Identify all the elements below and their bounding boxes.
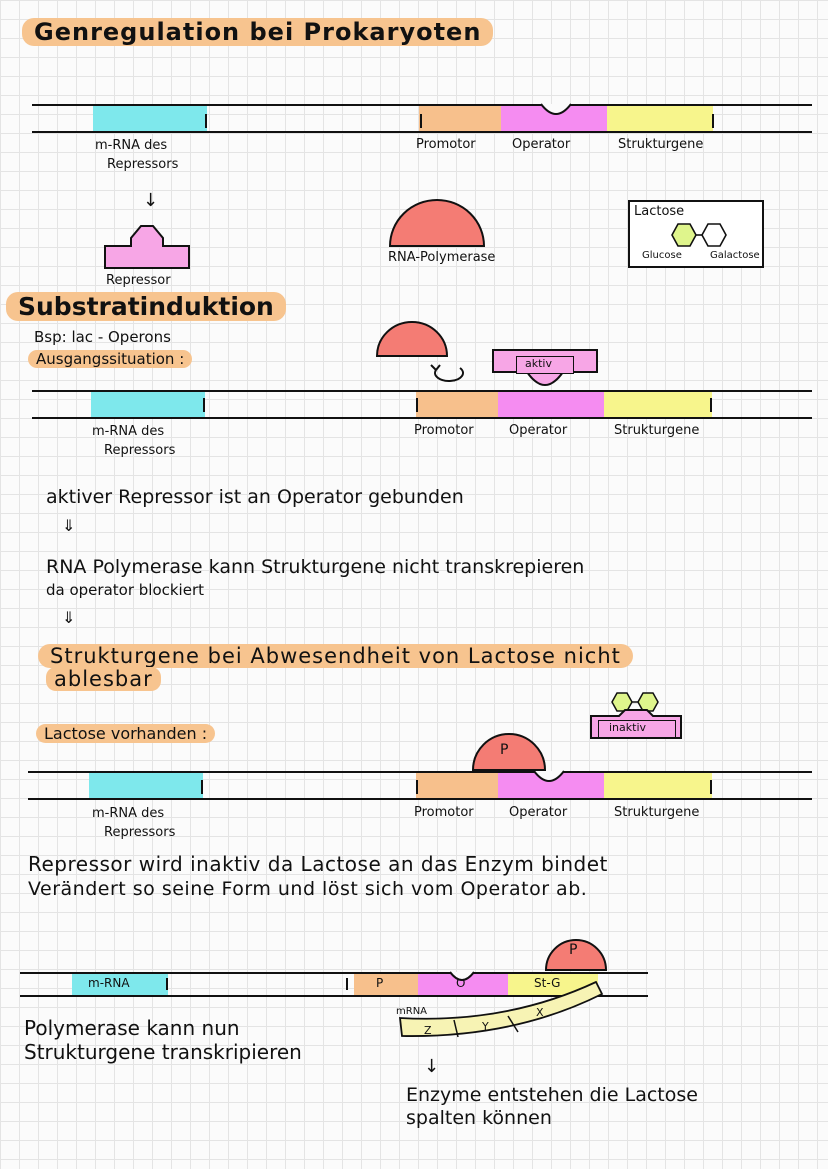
glucose-label: Glucose — [642, 250, 682, 261]
tick — [346, 978, 348, 990]
tick — [203, 398, 205, 412]
tick — [710, 780, 712, 794]
circular-arrow-icon — [430, 364, 464, 382]
mrna-small-label: mRNA — [396, 1006, 428, 1017]
o-seg-label: O — [456, 976, 466, 990]
strukturgene-label: Strukturgene — [614, 805, 700, 820]
mrna-label: Repressors — [104, 443, 176, 458]
example-label: Bsp: lac - Operons — [34, 328, 171, 346]
mrna-label: m-RNA des — [92, 424, 165, 439]
tick — [416, 780, 418, 794]
down-arrow: ↓ — [424, 1056, 440, 1077]
polymerase-p-label: P — [569, 942, 578, 958]
result-line: spalten können — [406, 1107, 552, 1129]
repressor-protein — [104, 225, 190, 269]
gene-y-label: Y — [482, 1020, 489, 1033]
dna-strand-top — [20, 972, 648, 974]
result-line: Enzyme entstehen die Lactose — [406, 1084, 698, 1106]
implies-arrow: ⇓ — [62, 608, 76, 627]
operator-label: Operator — [509, 423, 568, 438]
strukturgene-label: Strukturgene — [618, 137, 704, 152]
mrna-repressor-gene — [89, 771, 203, 800]
mrna-label: Repressors — [107, 157, 179, 172]
promotor-label: Promotor — [414, 805, 474, 820]
explanation-line: Strukturgene transkripieren — [24, 1040, 302, 1064]
lactose-title: Lactose — [634, 204, 685, 219]
dna-strand-bottom — [20, 995, 648, 997]
mrna-strand — [398, 980, 604, 1038]
mrna-seg-label: m-RNA — [88, 976, 130, 990]
promotor-region — [419, 104, 501, 133]
mrna-label: m-RNA des — [92, 806, 165, 821]
lactose-vorhanden-heading: Lactose vorhanden : — [36, 724, 216, 743]
rna-polymerase — [375, 321, 449, 357]
polymerase-p-label: P — [500, 742, 509, 758]
explanation-line: Verändert so seine Form und löst sich vo… — [28, 878, 588, 900]
operator-label: Operator — [509, 805, 568, 820]
rna-polymerase-label: RNA-Polymerase — [388, 250, 496, 265]
tick — [420, 114, 422, 128]
tick — [712, 114, 714, 128]
page-title: Genregulation bei Prokaryoten — [22, 18, 494, 46]
galactose-label: Galactose — [710, 250, 760, 261]
inaktiv-badge: inaktiv — [598, 720, 676, 738]
mrna-repressor-gene: m-RNA — [72, 972, 168, 997]
explanation-line: Polymerase kann nun — [24, 1016, 240, 1040]
rna-polymerase — [388, 199, 486, 247]
implies-arrow: ⇓ — [62, 516, 76, 535]
mrna-repressor-gene — [93, 104, 207, 133]
mrna-label: Repressors — [104, 825, 176, 840]
mrna-label: m-RNA des — [95, 138, 168, 153]
explanation-line: da operator blockiert — [46, 581, 205, 599]
promotor-region — [416, 771, 498, 800]
aktiv-badge: aktiv — [516, 356, 574, 374]
explanation-line: RNA Polymerase kann Strukturgene nicht t… — [46, 556, 585, 578]
operator-notch — [540, 103, 572, 115]
conclusion-line: Strukturgene bei Abwesendheit von Lactos… — [38, 644, 633, 668]
operator-region — [498, 390, 604, 419]
stg-seg-label: St-G — [534, 976, 561, 990]
strukturgene-region — [604, 390, 712, 419]
tick — [201, 780, 203, 794]
mrna-repressor-gene — [91, 390, 205, 419]
rna-polymerase — [544, 939, 608, 971]
gene-z-label: Z — [424, 1024, 432, 1037]
aktiv-label: aktiv — [525, 357, 552, 370]
down-arrow: ↓ — [143, 190, 159, 211]
tick — [205, 114, 207, 128]
lactose-box: Lactose Glucose Galactose — [628, 200, 764, 268]
promotor-region: P — [354, 972, 418, 997]
tick — [710, 398, 712, 412]
strukturgene-region — [604, 771, 712, 800]
repressor-label: Repressor — [106, 273, 171, 288]
promotor-region — [416, 390, 498, 419]
strukturgene-region — [607, 104, 713, 133]
gene-x-label: X — [536, 1006, 544, 1019]
ausgangssituation-label: Ausgangssituation : — [28, 350, 193, 368]
operator-notch — [533, 770, 565, 782]
explanation-line: Repressor wird inaktiv da Lactose an das… — [28, 852, 608, 876]
rna-polymerase — [471, 733, 547, 771]
strukturgene-label: Strukturgene — [614, 423, 700, 438]
explanation-line: aktiver Repressor ist an Operator gebund… — [46, 486, 464, 508]
p-seg-label: P — [376, 976, 384, 990]
lactose-molecule-icon — [671, 223, 727, 247]
promotor-label: Promotor — [416, 137, 476, 152]
operator-label: Operator — [512, 137, 571, 152]
section-heading-substratinduktion: Substratinduktion — [6, 292, 286, 321]
tick — [416, 398, 418, 412]
inaktiv-label: inaktiv — [609, 721, 647, 734]
tick — [166, 978, 168, 990]
promotor-label: Promotor — [414, 423, 474, 438]
operator-notch — [449, 971, 475, 981]
conclusion-line: ablesbar — [46, 667, 161, 691]
